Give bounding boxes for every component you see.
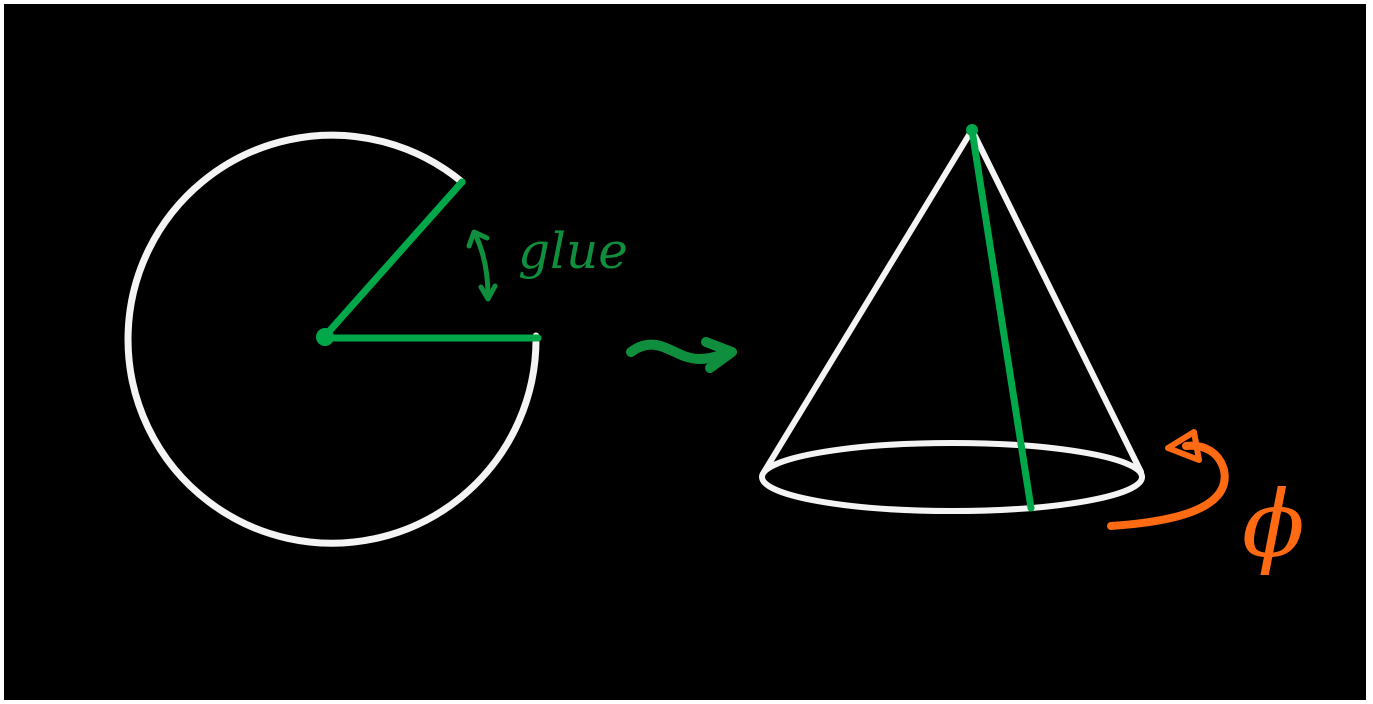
- double-arrow-icon: [466, 229, 498, 302]
- disk-with-missing-sector: [124, 131, 542, 547]
- glue-label: glue: [518, 222, 628, 280]
- disk-outline: [124, 131, 540, 547]
- cone-side-left: [761, 127, 975, 475]
- curved-arrow-icon: [1107, 429, 1229, 530]
- squiggle-arrow-icon: [626, 337, 737, 373]
- cone-base: [759, 440, 1145, 514]
- cone-side-right: [969, 127, 1144, 475]
- disk-center-point: [316, 328, 334, 346]
- cone-apex-point: [966, 124, 978, 136]
- phi-label: ϕ: [1242, 471, 1305, 578]
- cone-seam-line: [968, 126, 1035, 512]
- cone: [759, 124, 1145, 514]
- sector-edge-upper: [321, 178, 466, 340]
